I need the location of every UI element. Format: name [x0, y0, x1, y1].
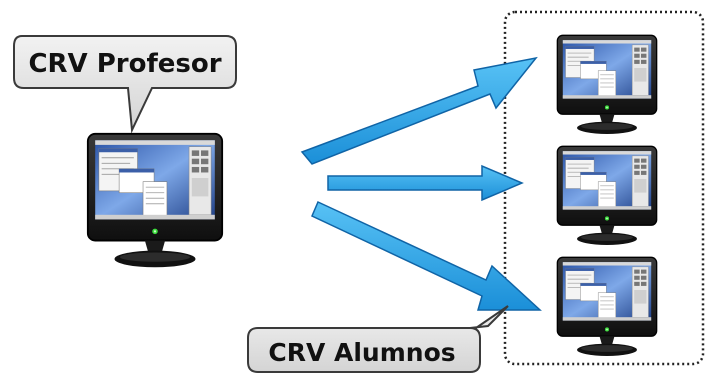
arrows — [300, 56, 542, 311]
right-arrow-icon — [327, 164, 524, 202]
students-speech-bubble: CRV Alumnos — [247, 305, 509, 373]
teacher-monitor-icon — [86, 132, 224, 269]
students-label: CRV Alumnos — [268, 338, 455, 367]
right-arrow-icon — [311, 200, 542, 311]
student-monitor-icon — [556, 34, 658, 135]
student-monitor-icon — [556, 256, 658, 357]
teacher-speech-bubble: CRV Profesor — [13, 35, 237, 134]
right-arrow-icon — [300, 56, 538, 165]
teacher-label: CRV Profesor — [28, 49, 221, 79]
student-monitor-icon — [556, 145, 658, 246]
